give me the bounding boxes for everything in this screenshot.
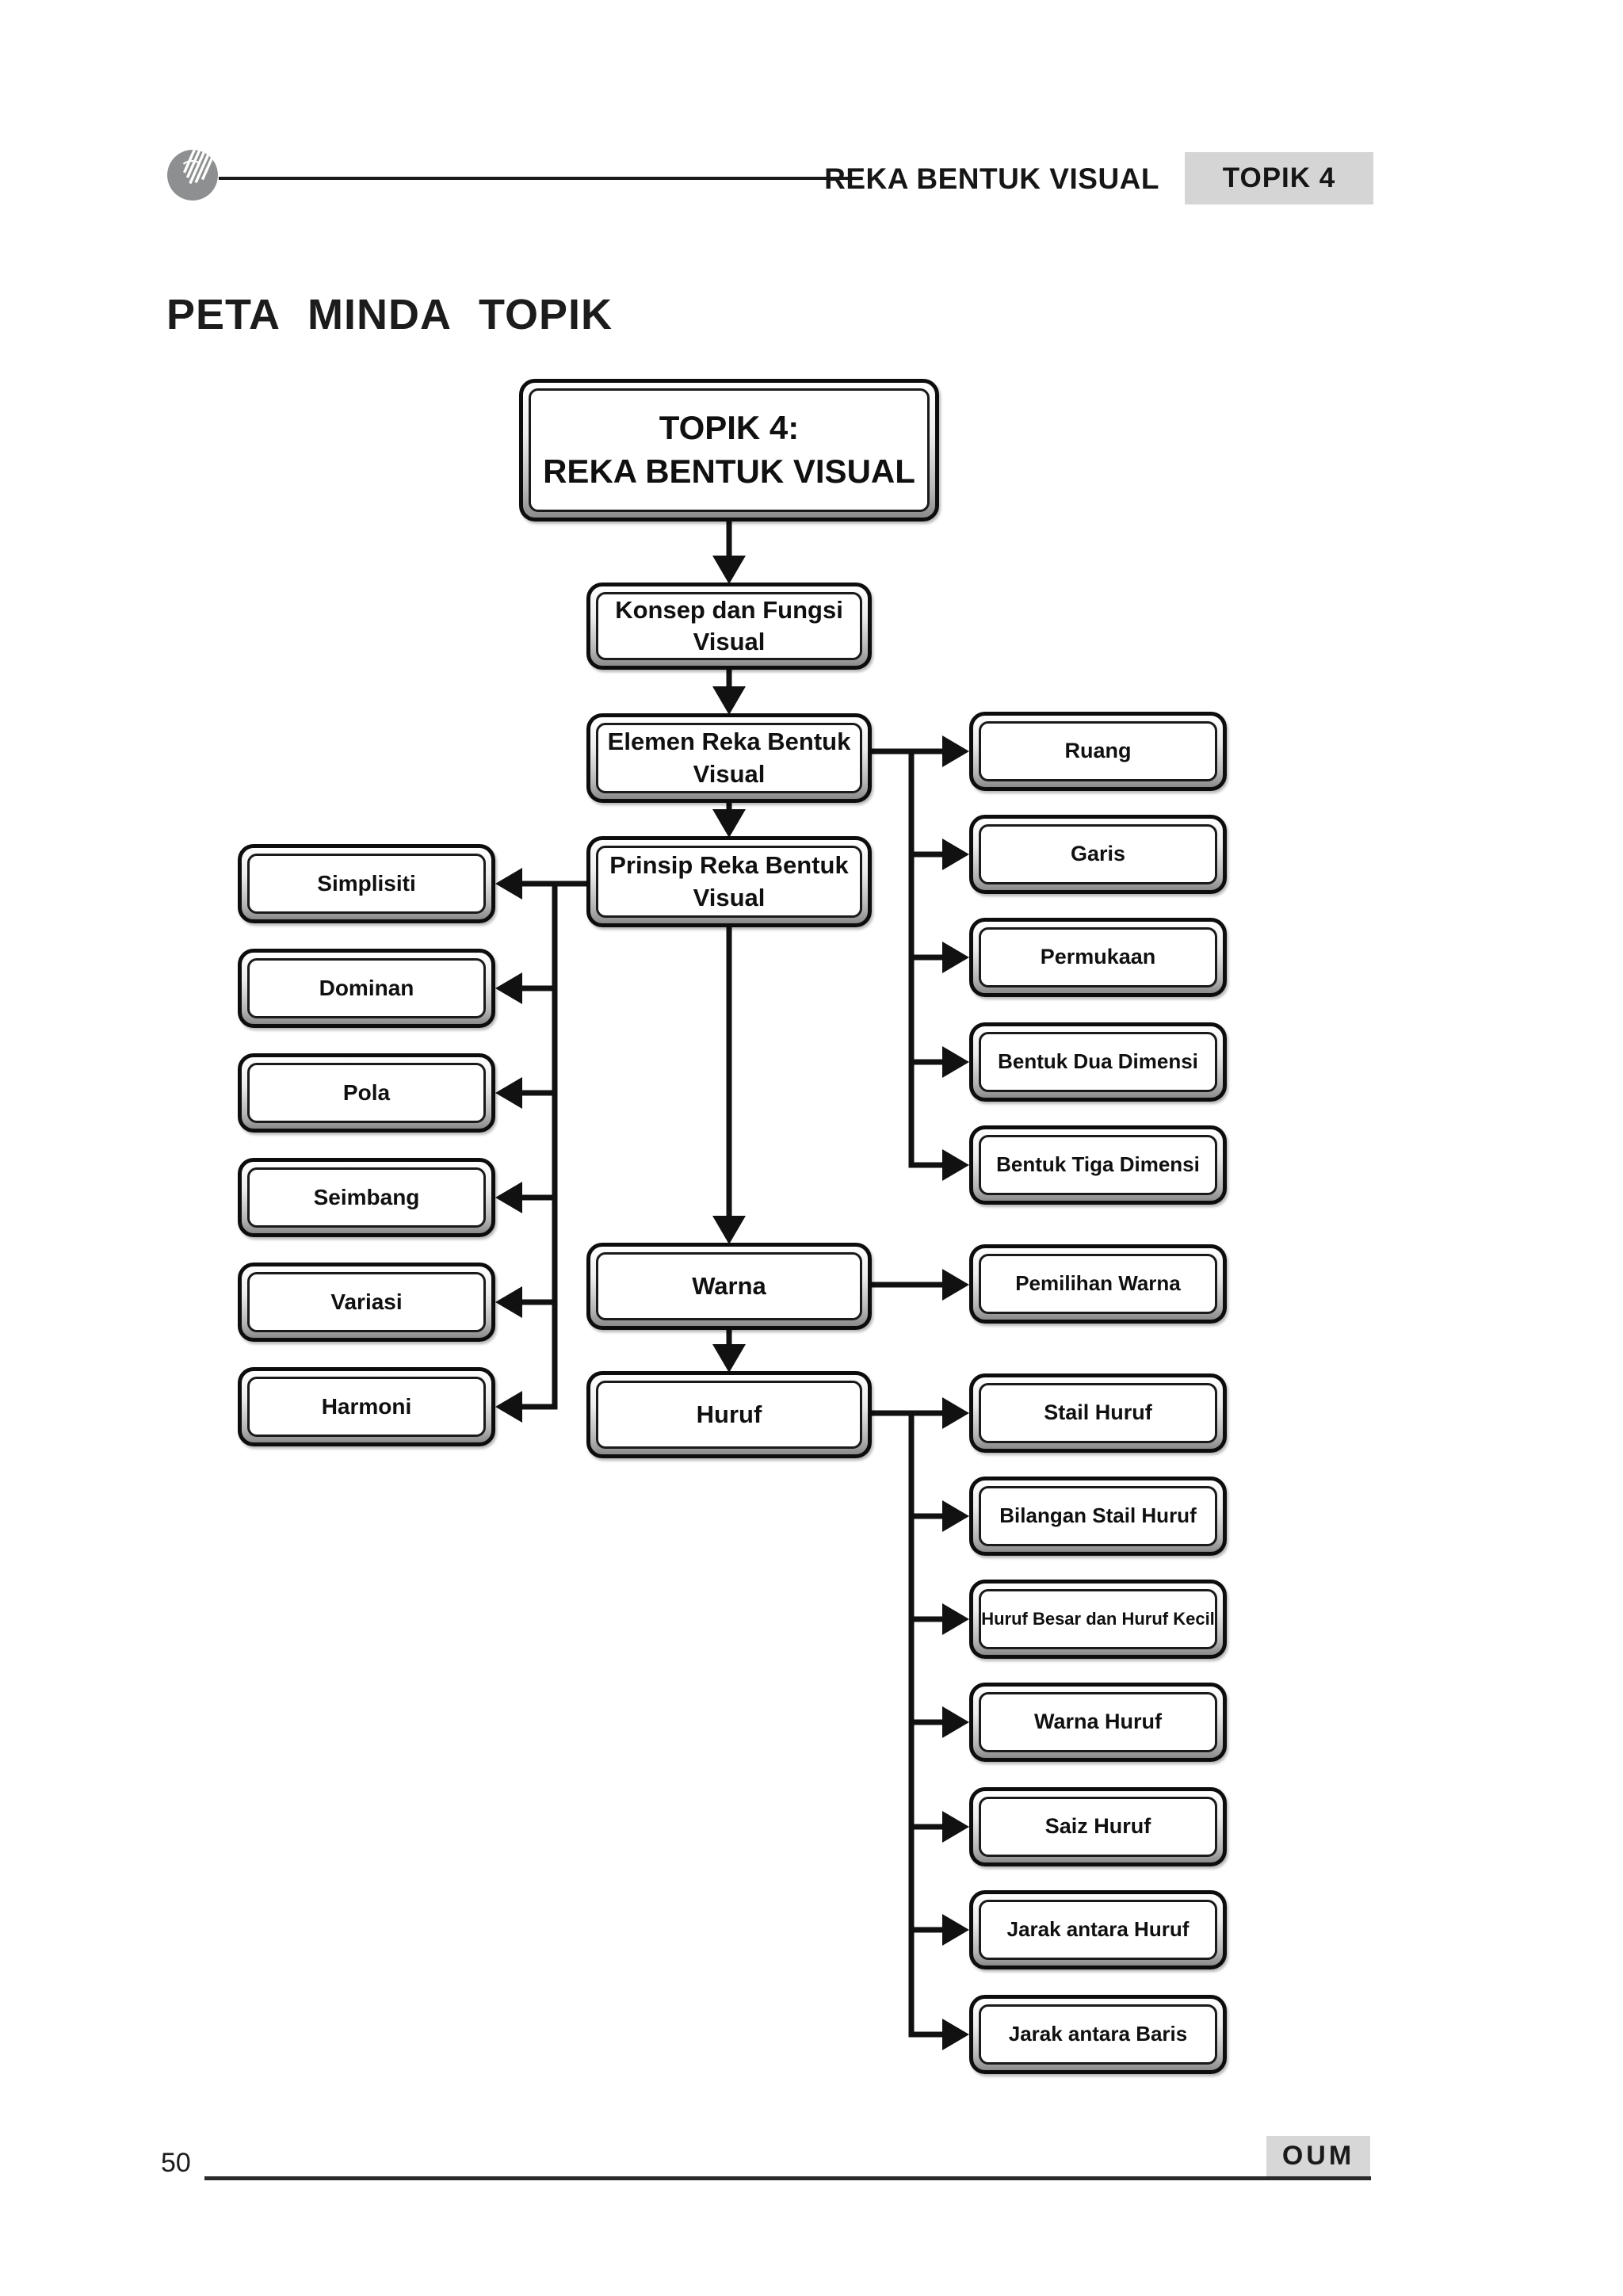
node-label: Huruf — [596, 1381, 862, 1449]
node-label: Dominan — [247, 958, 486, 1018]
node-huruf-besar-dan-huruf-kecil: Huruf Besar dan Huruf Kecil — [969, 1580, 1227, 1659]
node-label: Warna — [596, 1252, 862, 1320]
node-dominan: Dominan — [238, 949, 495, 1028]
node-bilangan-stail-huruf: Bilangan Stail Huruf — [969, 1477, 1227, 1556]
node-label: Stail Huruf — [979, 1383, 1217, 1443]
node-label: Bentuk Dua Dimensi — [979, 1032, 1217, 1092]
node-pemilihan-warna: Pemilihan Warna — [969, 1244, 1227, 1324]
node-seimbang: Seimbang — [238, 1158, 495, 1237]
node-label: Pemilihan Warna — [979, 1254, 1217, 1314]
node-warna-huruf: Warna Huruf — [969, 1683, 1227, 1762]
node-label: Prinsip Reka Bentuk Visual — [596, 846, 862, 918]
node-label: Pola — [247, 1063, 486, 1123]
node-elemen-reka-bentuk-visual: Elemen Reka Bentuk Visual — [586, 713, 872, 803]
node-bentuk-tiga-dimensi: Bentuk Tiga Dimensi — [969, 1125, 1227, 1205]
node-label: Saiz Huruf — [979, 1797, 1217, 1857]
node-jarak-antara-huruf: Jarak antara Huruf — [969, 1890, 1227, 1969]
publisher-badge: OUM — [1266, 2136, 1370, 2176]
topic-badge: TOPIK 4 — [1185, 152, 1373, 204]
node-label: TOPIK 4: REKA BENTUK VISUAL — [529, 388, 930, 512]
node-label: Jarak antara Baris — [979, 2004, 1217, 2065]
running-head: REKA BENTUK VISUAL — [824, 162, 1159, 195]
node-garis: Garis — [969, 815, 1227, 894]
footer-rule — [204, 2176, 1371, 2180]
node-label: Bilangan Stail Huruf — [979, 1486, 1217, 1546]
node-permukaan: Permukaan — [969, 918, 1227, 997]
node-label: Variasi — [247, 1272, 486, 1332]
page-title: PETA MINDA TOPIK — [166, 291, 613, 338]
oum-logo-icon — [166, 146, 220, 202]
header-rule — [219, 177, 854, 180]
node-stail-huruf: Stail Huruf — [969, 1373, 1227, 1453]
node-label: Seimbang — [247, 1167, 486, 1228]
page-number: 50 — [161, 2148, 191, 2178]
node-prinsip-reka-bentuk-visual: Prinsip Reka Bentuk Visual — [586, 836, 872, 927]
node-label: Elemen Reka Bentuk Visual — [596, 723, 862, 793]
node-label: Simplisiti — [247, 854, 486, 914]
node-label: Harmoni — [247, 1377, 486, 1437]
node-variasi: Variasi — [238, 1263, 495, 1342]
node-label: Permukaan — [979, 927, 1217, 988]
node-harmoni: Harmoni — [238, 1367, 495, 1446]
node-label: Konsep dan Fungsi Visual — [596, 592, 862, 660]
node-pola: Pola — [238, 1053, 495, 1133]
node-label: Bentuk Tiga Dimensi — [979, 1135, 1217, 1195]
node-jarak-antara-baris: Jarak antara Baris — [969, 1995, 1227, 2074]
node-label: Jarak antara Huruf — [979, 1900, 1217, 1960]
node-label: Ruang — [979, 721, 1217, 781]
node-warna: Warna — [586, 1243, 872, 1330]
node-label: Garis — [979, 824, 1217, 884]
node-bentuk-dua-dimensi: Bentuk Dua Dimensi — [969, 1022, 1227, 1102]
node-label: Huruf Besar dan Huruf Kecil — [979, 1589, 1217, 1649]
node-ruang: Ruang — [969, 712, 1227, 791]
node-topik4: TOPIK 4: REKA BENTUK VISUAL — [519, 379, 939, 521]
node-simplisiti: Simplisiti — [238, 844, 495, 923]
node-saiz-huruf: Saiz Huruf — [969, 1787, 1227, 1866]
node-konsep-dan-fungsi-visual: Konsep dan Fungsi Visual — [586, 583, 872, 670]
node-label: Warna Huruf — [979, 1692, 1217, 1752]
node-huruf: Huruf — [586, 1371, 872, 1458]
